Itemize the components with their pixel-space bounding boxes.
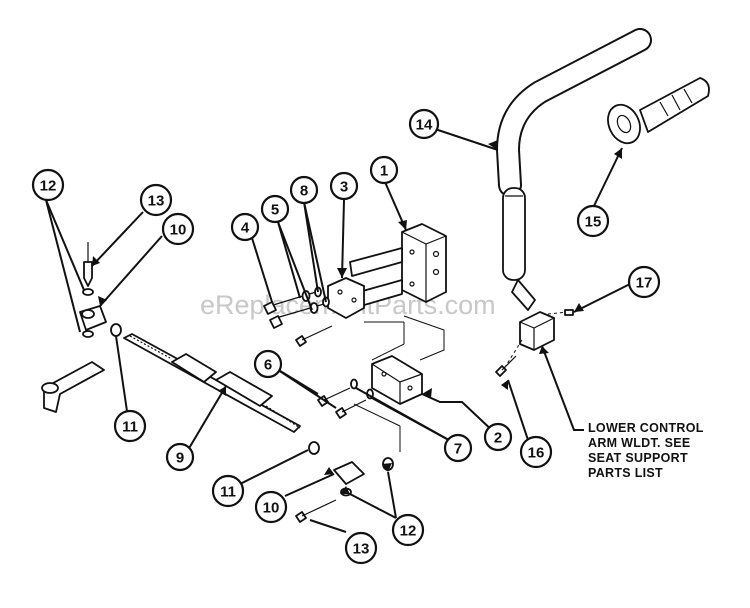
callout-17: 17 [627,265,661,299]
callout-13-lower: 13 [344,531,378,565]
svg-text:10: 10 [170,222,187,239]
svg-text:11: 11 [220,484,236,501]
callout-2: 2 [483,422,513,452]
lower-plate [371,355,423,405]
bolt-16 [495,355,517,377]
svg-text:6: 6 [264,357,272,374]
callout-1: 1 [369,155,399,185]
callout-7: 7 [443,433,473,463]
svg-text:12: 12 [40,178,57,195]
svg-text:5: 5 [271,202,279,219]
svg-text:2: 2 [494,430,502,447]
svg-text:9: 9 [176,450,184,467]
svg-text:1: 1 [380,163,388,180]
leader-lines [45,127,631,533]
svg-text:3: 3 [340,179,348,196]
upper-ball-joint [79,242,107,338]
note-line-4: PARTS LIST [588,466,663,480]
note-line-1: LOWER CONTROL [588,421,704,435]
callout-10-upper: 10 [161,212,195,246]
control-rod [123,333,301,433]
callout-15: 15 [576,204,610,238]
note-line-3: SEAT SUPPORT [588,451,688,465]
callout-9: 9 [165,442,195,472]
bolt-17 [564,309,574,316]
callout-14: 14 [408,108,440,140]
callout-10-lower: 10 [254,490,288,524]
svg-text:7: 7 [454,441,462,458]
svg-text:13: 13 [148,193,165,210]
svg-text:8: 8 [300,183,308,200]
handle-grip [607,77,710,145]
svg-text:12: 12 [400,523,417,540]
svg-text:16: 16 [528,445,545,462]
svg-text:11: 11 [122,419,138,436]
callout-12-upper: 12 [31,168,65,202]
svg-text:14: 14 [416,117,433,134]
hidden-lines [353,315,445,452]
svg-text:17: 17 [636,275,653,292]
svg-text:15: 15 [585,214,602,231]
svg-text:10: 10 [263,500,280,517]
callout-8: 8 [289,175,319,205]
callout-3: 3 [329,171,359,201]
callout-13-upper: 13 [139,183,173,217]
svg-text:4: 4 [241,220,250,237]
callout-4: 4 [230,212,260,242]
callout-6: 6 [253,349,283,379]
callout-11-lower: 11 [211,474,245,508]
callout-5: 5 [260,194,290,224]
lower-control-arm-weldment [501,311,569,373]
lower-control-arm-note: LOWER CONTROL ARM WLDT. SEE SEAT SUPPORT… [588,421,704,480]
pivot-bracket [41,361,105,413]
upper-plate [327,277,365,319]
callout-11-upper: 11 [113,409,147,443]
callout-12-lower: 12 [391,513,425,547]
svg-text:13: 13 [353,541,370,558]
arrow-heads [92,140,622,494]
note-line-2: ARM WLDT. SEE [588,436,691,450]
callout-16: 16 [519,435,553,469]
lower-hardware [317,378,374,419]
control-handle-tube [495,28,652,311]
